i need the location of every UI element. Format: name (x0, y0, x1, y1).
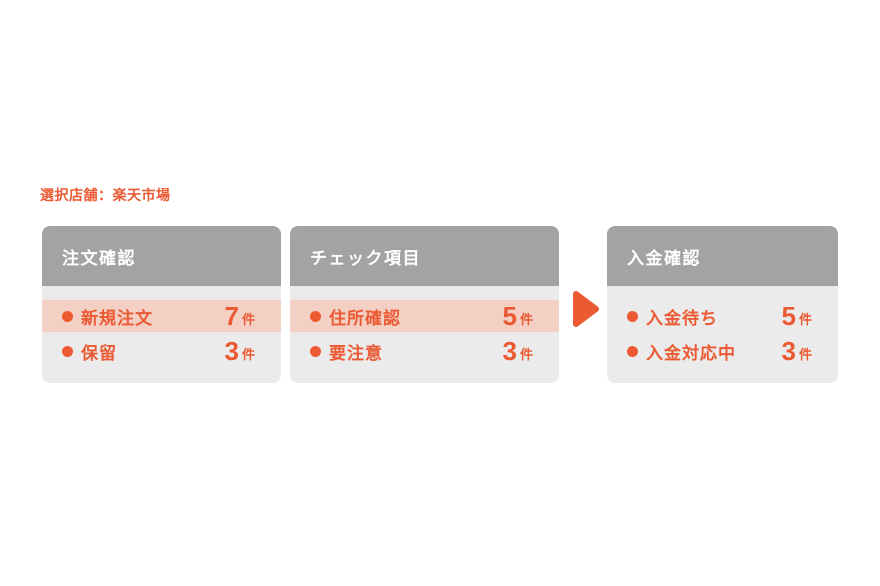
panel-payment-confirmation: 入金確認 入金待ち 5 件 入金対応中 3 件 (607, 226, 838, 383)
bullet-icon (62, 310, 73, 322)
row-label: 要注意 (329, 343, 383, 363)
panel-header: 注文確認 (42, 226, 281, 286)
row-label: 保留 (81, 343, 117, 363)
panel-header: 入金確認 (607, 226, 838, 286)
selected-store-label: 選択店舗：楽天市場 (40, 187, 171, 203)
panel-check-items: チェック項目 住所確認 5 件 要注意 3 件 (290, 226, 559, 383)
panel-body: 新規注文 7 件 保留 3 件 (42, 286, 281, 383)
status-row-address-check[interactable]: 住所確認 5 件 (290, 300, 559, 332)
flow-arrow-right-icon (573, 291, 599, 327)
panel-body: 入金待ち 5 件 入金対応中 3 件 (607, 286, 838, 383)
bullet-icon (627, 345, 638, 357)
panel-order-confirmation: 注文確認 新規注文 7 件 保留 3 件 (42, 226, 281, 383)
row-unit: 件 (519, 346, 533, 362)
status-row-payment-in-progress[interactable]: 入金対応中 3 件 (607, 335, 838, 367)
status-row-awaiting-payment[interactable]: 入金待ち 5 件 (607, 300, 838, 332)
bullet-icon (627, 310, 638, 322)
status-row-caution[interactable]: 要注意 3 件 (290, 335, 559, 367)
row-unit: 件 (798, 311, 812, 327)
row-count: 3 (502, 336, 517, 366)
row-count: 5 (502, 301, 517, 331)
bullet-icon (62, 345, 73, 357)
row-count: 3 (781, 336, 796, 366)
status-row-on-hold[interactable]: 保留 3 件 (42, 335, 281, 367)
bullet-icon (310, 310, 321, 322)
panel-header: チェック項目 (290, 226, 559, 286)
row-unit: 件 (241, 311, 255, 327)
status-row-new-orders[interactable]: 新規注文 7 件 (42, 300, 281, 332)
row-label: 住所確認 (329, 308, 401, 328)
row-unit: 件 (241, 346, 255, 362)
row-label: 入金対応中 (646, 343, 736, 363)
row-unit: 件 (519, 311, 533, 327)
panel-title: チェック項目 (310, 248, 421, 268)
panel-title: 注文確認 (62, 248, 136, 268)
row-label: 入金待ち (646, 308, 718, 328)
panel-body: 住所確認 5 件 要注意 3 件 (290, 286, 559, 383)
row-label: 新規注文 (81, 308, 153, 328)
row-unit: 件 (798, 346, 812, 362)
panel-title: 入金確認 (627, 248, 701, 268)
row-count: 5 (781, 301, 796, 331)
row-count: 7 (224, 301, 239, 331)
bullet-icon (310, 345, 321, 357)
row-count: 3 (224, 336, 239, 366)
